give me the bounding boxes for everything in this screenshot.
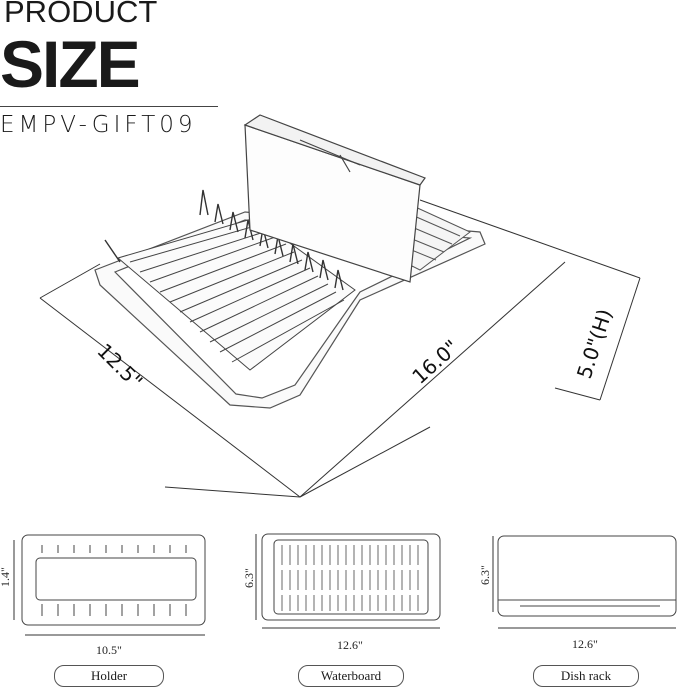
- model-code: EMPV-GIFT09: [0, 112, 197, 138]
- waterboard-drawing: [255, 533, 441, 629]
- utensil-holder: [243, 114, 426, 283]
- holder-width-label: 10.5": [96, 643, 122, 657]
- title-divider: [0, 106, 218, 107]
- dishrack-width-label: 12.6": [572, 637, 598, 651]
- title-line-product: PRODUCT: [4, 0, 158, 29]
- length-label: 16.0": [407, 335, 463, 389]
- holder-drawing: [13, 534, 206, 636]
- title-line-size: SIZE: [0, 27, 141, 101]
- waterboard-name-pill: Waterboard: [298, 665, 404, 687]
- waterboard-width-label: 12.6": [337, 638, 363, 652]
- dishrack-drawing: [492, 535, 677, 629]
- depth-label: 12.5": [92, 339, 147, 394]
- holder-name-pill: Holder: [54, 665, 164, 687]
- holder-height-label: 1.4": [0, 567, 12, 587]
- dishrack-name-pill: Dish rack: [533, 665, 639, 687]
- waterboard-height-label: 6.3": [242, 568, 256, 588]
- dimension-lines: [39, 199, 641, 498]
- dishrack-height-label: 6.3": [478, 565, 492, 585]
